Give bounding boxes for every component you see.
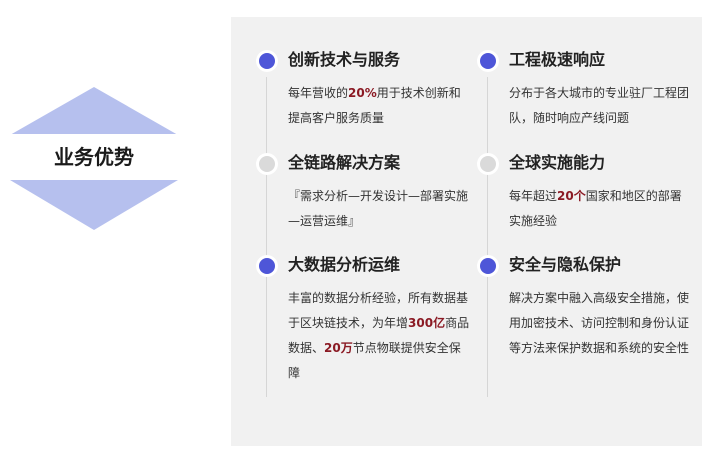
advantage-description: 解决方案中融入高级安全措施，使用加密技术、访问控制和身份认证等方法来保护数据和系… — [509, 291, 690, 355]
accent-diamond-top — [10, 87, 178, 135]
dot-icon — [256, 50, 278, 72]
section-title: 业务优势 — [54, 145, 134, 169]
advantage-description: 每年超过20个国家和地区的部署实施经验 — [509, 189, 682, 228]
dot-icon — [477, 50, 499, 72]
advantage-description: 『需求分析—开发设计—部署实施—运营运维』 — [288, 189, 469, 228]
accent-diamond-bottom — [10, 180, 178, 230]
advantages-panel: 创新技术与服务 每年营收的20%用于技术创新和提高客户服务质量 全链路解决方案 … — [231, 17, 702, 446]
highlight-countries: 20个 — [557, 189, 586, 203]
advantage-description: 丰富的数据分析经验，所有数据基于区块链技术，为年增300亿商品数据、20万节点物… — [288, 291, 470, 380]
advantage-title: 全球实施能力 — [509, 153, 606, 172]
title-band — [0, 134, 188, 180]
highlight-nodes: 20万 — [324, 341, 353, 355]
advantage-title: 工程极速响应 — [509, 50, 606, 69]
advantage-description: 每年营收的20%用于技术创新和提高客户服务质量 — [288, 86, 461, 125]
dot-icon — [256, 255, 278, 277]
dot-icon — [256, 153, 278, 175]
timeline-right — [487, 77, 488, 397]
timeline-left — [266, 77, 267, 397]
dot-icon — [477, 153, 499, 175]
highlight-percent: 20% — [348, 86, 377, 100]
advantage-title: 创新技术与服务 — [288, 50, 401, 69]
advantage-description: 分布于各大城市的专业驻厂工程团队，随时响应产线问题 — [509, 86, 690, 125]
dot-icon — [477, 255, 499, 277]
advantage-title: 大数据分析运维 — [288, 255, 401, 274]
highlight-volume: 300亿 — [408, 316, 446, 330]
advantage-title: 安全与隐私保护 — [509, 255, 622, 274]
advantage-title: 全链路解决方案 — [288, 153, 401, 172]
